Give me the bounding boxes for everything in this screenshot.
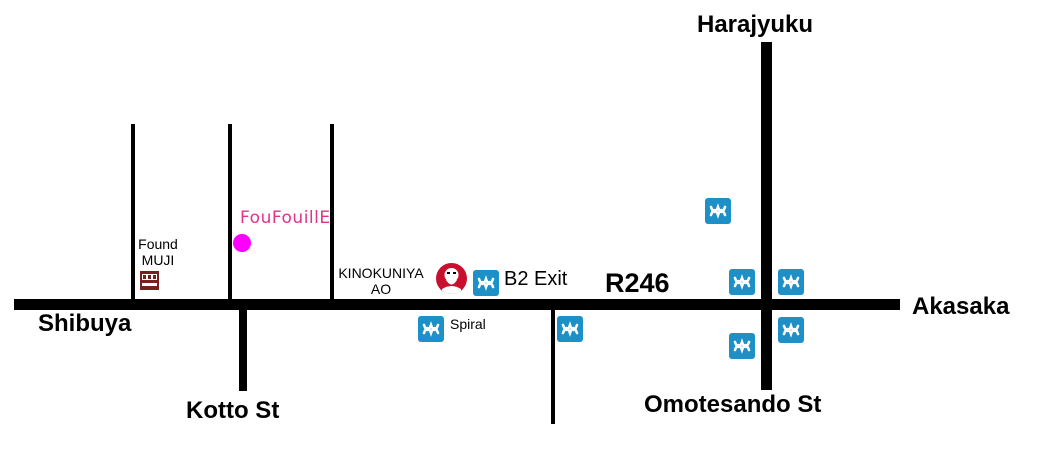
- label-r246: R246: [605, 268, 670, 298]
- label-kinokuniya-line2: AO: [370, 281, 392, 297]
- label-spiral: Spiral: [450, 316, 486, 332]
- label-shibuya: Shibuya: [38, 310, 132, 337]
- road-side-street-2: [228, 124, 232, 300]
- label-found-muji-line2: MUJI: [141, 252, 175, 268]
- label-kinokuniya: KINOKUNIYA AO: [336, 265, 426, 297]
- road-omotesando-st: [761, 42, 772, 390]
- label-harajyuku: Harajyuku: [697, 11, 814, 38]
- label-kinokuniya-line1: KINOKUNIYA: [338, 265, 424, 281]
- muji-logo-icon: [140, 271, 159, 290]
- metro-icon-b2-exit: [473, 270, 499, 296]
- label-kotto-st: Kotto St: [186, 397, 280, 424]
- label-akasaka: Akasaka: [912, 293, 1010, 320]
- label-foufouille: FouFouillE: [240, 208, 331, 228]
- metro-icon-ne-corner: [778, 269, 804, 295]
- road-r246: [14, 299, 900, 310]
- metro-icon-north: [705, 198, 731, 224]
- road-kotto-st: [239, 305, 247, 391]
- metro-icon-south-street: [557, 316, 583, 342]
- road-side-street-south: [551, 305, 555, 424]
- road-side-street-3: [330, 124, 334, 300]
- label-found-muji-line1: Found: [138, 236, 178, 252]
- metro-icon-spiral: [418, 316, 444, 342]
- label-found-muji: Found MUJI: [134, 236, 182, 268]
- metro-icon-sw-corner: [729, 333, 755, 359]
- road-side-street-1: [131, 124, 135, 300]
- kfc-logo-icon: [436, 263, 467, 294]
- metro-icon-nw-corner: [729, 269, 755, 295]
- shop-location-marker: [233, 234, 251, 252]
- label-omotesando-st: Omotesando St: [644, 391, 822, 418]
- label-b2-exit: B2 Exit: [504, 268, 568, 290]
- metro-icon-se-corner: [778, 317, 804, 343]
